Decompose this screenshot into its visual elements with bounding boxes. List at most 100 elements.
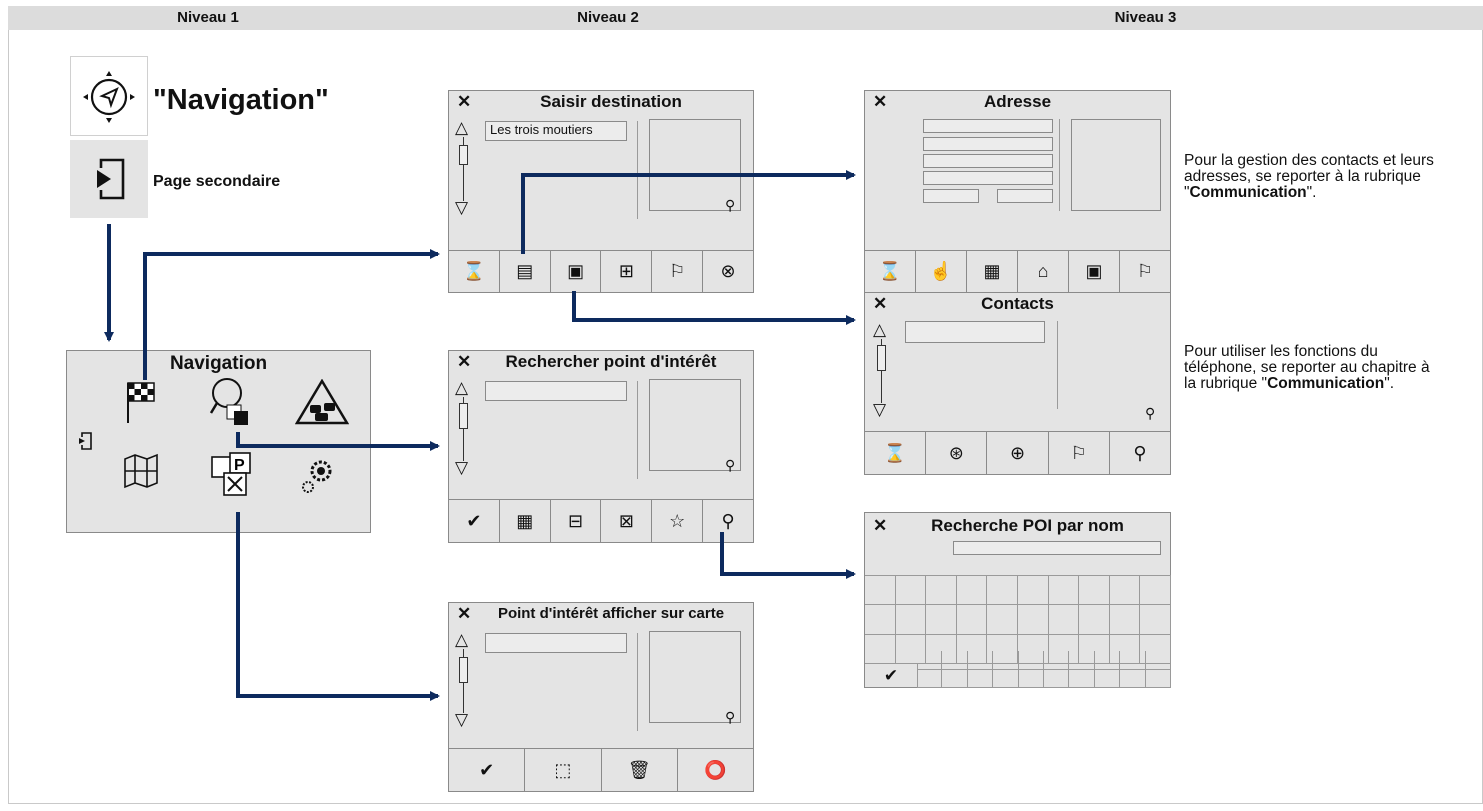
address-field[interactable] <box>923 189 979 203</box>
traffic-icon[interactable] <box>295 379 349 425</box>
close-icon[interactable]: ✕ <box>873 294 888 313</box>
flag-add-icon[interactable]: ⚐ <box>1049 432 1110 474</box>
screen-title: Recherche POI par nom <box>931 516 1124 535</box>
scroll-track <box>463 397 464 461</box>
poi-name-input[interactable] <box>953 541 1161 555</box>
scroll-up-icon[interactable]: △ <box>455 378 469 397</box>
close-icon[interactable]: ✕ <box>457 352 472 371</box>
poi-input[interactable] <box>485 381 627 401</box>
home-icon[interactable]: ⌂ <box>1018 251 1069 292</box>
contact-input[interactable] <box>905 321 1045 343</box>
poi-category-icon[interactable]: ▦ <box>967 251 1018 292</box>
destination-input[interactable]: Les trois moutiers <box>485 121 627 141</box>
car-icon[interactable]: ⊟ <box>551 500 602 542</box>
category-parking-icon[interactable]: ▦ <box>500 500 551 542</box>
check-icon[interactable]: ✔ <box>449 749 526 791</box>
toolbar: ⌛ ⊛ ⊕ ⚐ ⚲ <box>865 431 1170 474</box>
check-icon[interactable]: ✔ <box>865 663 918 688</box>
scroll-up-icon[interactable]: △ <box>455 118 469 137</box>
address-card-icon[interactable]: ▤ <box>500 251 551 292</box>
divider <box>637 633 638 731</box>
screen-title: Adresse <box>983 92 1052 111</box>
check-icon[interactable]: ✔ <box>449 500 500 542</box>
poi-category-icon[interactable]: P <box>210 451 260 501</box>
screen-title: Point d'intérêt afficher sur carte <box>497 605 725 622</box>
map-icon[interactable] <box>121 451 161 491</box>
divider <box>1057 321 1058 409</box>
save-icon[interactable]: ▣ <box>1069 251 1120 292</box>
scroll-thumb[interactable] <box>459 403 468 429</box>
search-options-icon[interactable]: ⚲ <box>725 197 736 213</box>
poi-search-icon[interactable] <box>207 375 259 431</box>
divider <box>637 121 638 219</box>
star-icon[interactable]: ☆ <box>652 500 704 542</box>
address-field[interactable] <box>923 137 1053 151</box>
exit-icon <box>97 158 125 200</box>
keyboard[interactable] <box>865 575 1171 664</box>
scroll-down-icon[interactable]: ▽ <box>873 400 887 419</box>
search-abc-icon[interactable]: ⚲ <box>721 510 735 531</box>
toolbar: ✔ ▦ ⊟ ⊠ ☆ ⚲ <box>449 499 753 542</box>
scroll-down-icon[interactable]: ▽ <box>455 710 469 729</box>
scroll-down-icon[interactable]: ▽ <box>455 458 469 477</box>
contact-book-icon[interactable]: ▣ <box>551 251 602 292</box>
address-field[interactable] <box>997 189 1053 203</box>
contact-add-icon[interactable]: ⊕ <box>987 432 1049 474</box>
toolbar: ⌛ ▤ ▣ ⊞ ⚐ ⊗ <box>449 250 753 292</box>
gps-position-icon[interactable]: ⊗ <box>720 261 736 281</box>
secondary-page-button[interactable] <box>70 140 148 218</box>
close-icon[interactable]: ✕ <box>873 92 888 111</box>
scroll-down-icon[interactable]: ▽ <box>455 198 469 217</box>
search-abc-icon[interactable]: ⚲ <box>1133 442 1147 463</box>
hourglass-flag-icon[interactable]: ⌛ <box>865 251 916 292</box>
search-options-icon[interactable]: ⚲ <box>725 709 736 725</box>
close-icon[interactable]: ✕ <box>457 92 472 111</box>
hourglass-flag-icon[interactable]: ⌛ <box>865 432 927 474</box>
checkered-flag-icon[interactable] <box>125 381 161 425</box>
scroll-thumb[interactable] <box>459 145 468 165</box>
exit-small-icon[interactable] <box>75 431 95 453</box>
scroll-thumb[interactable] <box>459 657 468 683</box>
screen-title: Rechercher point d'intérêt <box>505 352 717 371</box>
divider <box>1059 119 1060 211</box>
navigation-menu: Navigation P <box>66 350 371 533</box>
navigation-button[interactable] <box>70 56 148 136</box>
note-adresse: Pour la gestion des contacts et leurs ad… <box>1184 152 1434 201</box>
flag-add-icon[interactable]: ⚐ <box>1136 261 1154 281</box>
scroll-thumb[interactable] <box>877 345 886 371</box>
screen-adresse: ✕ Adresse ⌛ ☝ ▦ ⌂ ▣ ⚐ <box>864 90 1171 293</box>
keyboard-row[interactable] <box>917 651 1171 688</box>
settings-icon[interactable] <box>299 455 339 497</box>
navigation-label: "Navigation" <box>153 84 329 116</box>
scroll-up-icon[interactable]: △ <box>455 630 469 649</box>
screen-contacts: ✕ Contacts △ ▽ ⚲ ⌛ ⊛ ⊕ ⚐ ⚲ <box>864 292 1171 475</box>
toolbar: ✔ ⬚ 🗑 ⭕ <box>449 748 753 791</box>
address-field[interactable] <box>923 154 1053 168</box>
screen-recherche-poi-nom: ✕ Recherche POI par nom ✔ <box>864 512 1171 688</box>
svg-text:P: P <box>234 457 245 474</box>
search-options-icon[interactable]: ⚲ <box>1145 405 1156 421</box>
close-icon[interactable]: ✕ <box>457 604 472 623</box>
touch-icon[interactable]: ☝ <box>916 251 967 292</box>
header-level-1: Niveau 1 <box>8 6 409 30</box>
flag-icon[interactable]: ⚐ <box>652 251 704 292</box>
address-field[interactable] <box>923 119 1053 133</box>
screen-title: Saisir destination <box>540 92 682 111</box>
scroll-track <box>881 339 882 403</box>
usb-icon[interactable]: ⭕ <box>704 759 727 780</box>
note-contacts: Pour utiliser les fonctions du téléphone… <box>1184 343 1430 392</box>
close-icon[interactable]: ✕ <box>873 516 888 535</box>
hourglass-flag-icon[interactable]: ⌛ <box>449 251 500 292</box>
address-field[interactable] <box>923 171 1053 185</box>
header-level-2: Niveau 2 <box>408 6 809 30</box>
contact-nav-icon[interactable]: ⊛ <box>926 432 988 474</box>
trash-icon[interactable]: 🗑 <box>602 749 678 791</box>
hotel-icon[interactable]: ⊠ <box>601 500 653 542</box>
select-area-icon[interactable]: ⬚ <box>525 749 602 791</box>
map-hand-icon[interactable]: ⊞ <box>601 251 653 292</box>
scroll-up-icon[interactable]: △ <box>873 320 887 339</box>
poi-map-input[interactable] <box>485 633 627 653</box>
screen-title: Contacts <box>981 294 1054 313</box>
map-preview <box>649 631 741 723</box>
search-options-icon[interactable]: ⚲ <box>725 457 736 473</box>
